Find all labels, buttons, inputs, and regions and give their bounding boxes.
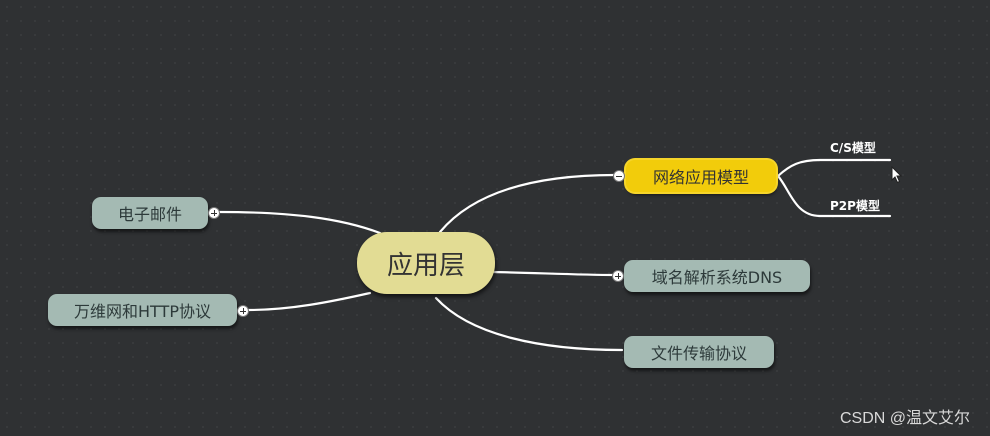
branch-ftp[interactable]: 文件传输协议 xyxy=(624,336,774,368)
connector-cs-model xyxy=(776,158,892,178)
branch-dns[interactable]: 域名解析系统DNS xyxy=(624,260,810,292)
branch-www-http-label: 万维网和HTTP协议 xyxy=(74,302,211,321)
mouse-cursor-icon xyxy=(891,166,903,184)
branch-dns-label: 域名解析系统DNS xyxy=(651,268,783,287)
expand-www-http-icon[interactable] xyxy=(237,305,249,317)
leaf-p2p-model-label: P2P模型 xyxy=(830,199,880,213)
branch-ftp-label: 文件传输协议 xyxy=(650,344,747,363)
branch-email[interactable]: 电子邮件 xyxy=(92,197,208,229)
connector-p2p-model xyxy=(776,174,892,218)
connector-www-http xyxy=(246,291,372,312)
collapse-network-app-model-icon[interactable] xyxy=(613,170,625,182)
central-node-label: 应用层 xyxy=(386,250,465,281)
expand-dns-icon[interactable] xyxy=(612,270,624,282)
expand-email-icon[interactable] xyxy=(208,207,220,219)
connector-email xyxy=(218,210,382,235)
leaf-cs-model-label: C/S模型 xyxy=(830,141,876,155)
leaf-cs-model[interactable]: C/S模型 xyxy=(830,139,876,156)
leaf-p2p-model[interactable]: P2P模型 xyxy=(830,197,880,214)
connector-network-app-model xyxy=(438,173,617,234)
branch-network-app-model-label: 网络应用模型 xyxy=(652,168,749,187)
central-node-application-layer[interactable]: 应用层 xyxy=(357,232,495,294)
branch-email-label: 电子邮件 xyxy=(117,205,182,224)
branch-network-app-model[interactable]: 网络应用模型 xyxy=(626,160,776,192)
connector-dns xyxy=(492,270,617,277)
branch-www-http[interactable]: 万维网和HTTP协议 xyxy=(48,294,237,326)
watermark: CSDN @温文艾尔 xyxy=(839,410,970,427)
connector-ftp xyxy=(434,296,624,352)
